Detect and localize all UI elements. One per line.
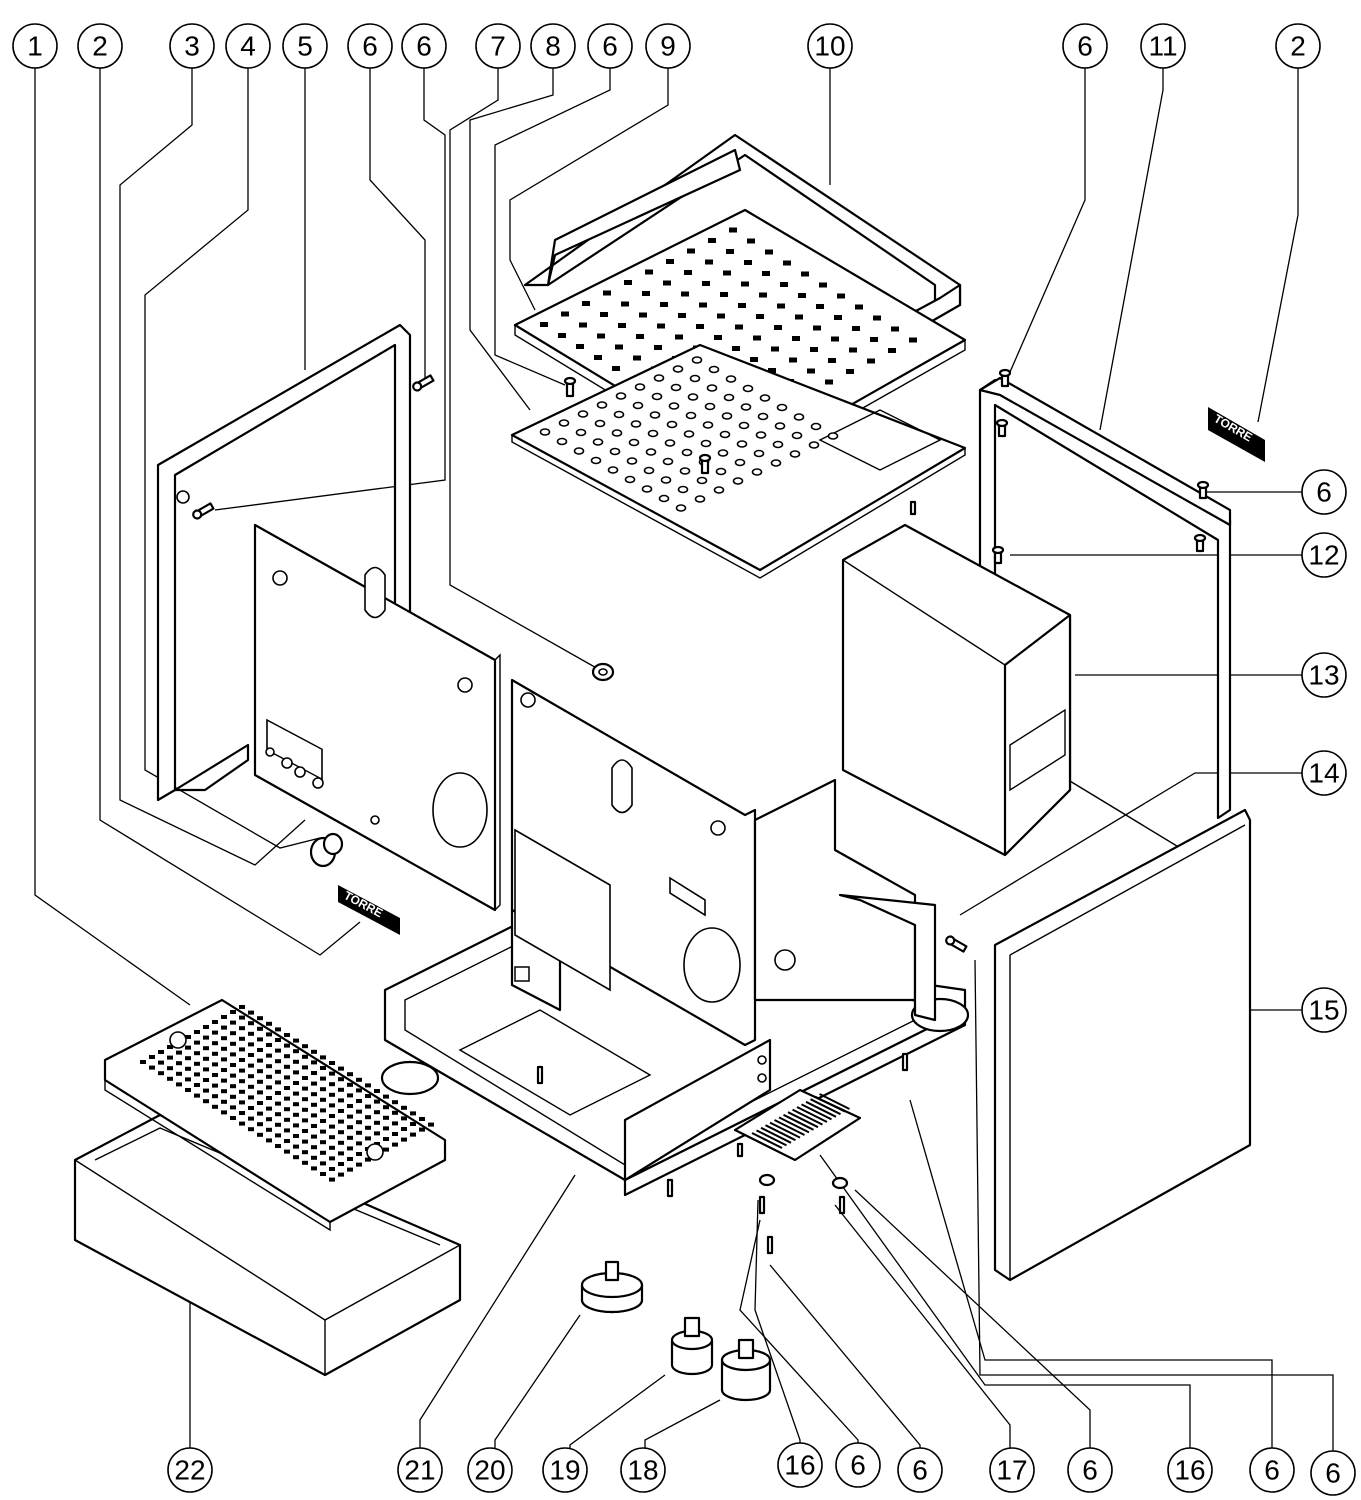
callout-22: 22 [167, 1447, 213, 1493]
callout-17: 17 [989, 1447, 1035, 1493]
callout-5: 5 [282, 23, 328, 69]
svg-text:21: 21 [404, 1455, 435, 1486]
callout-14: 14 [1301, 750, 1347, 796]
callout-6: 6 [1301, 469, 1347, 515]
leader-lines [34, 68, 1334, 1480]
callout-11: 11 [1140, 23, 1186, 69]
svg-text:12: 12 [1308, 540, 1339, 571]
callout-10: 10 [807, 23, 853, 69]
svg-text:2: 2 [1290, 31, 1306, 62]
callout-bubbles: 1 2 3 4 5 6 6 7 8 6 9 10 6 11 2 6 12 13 … [12, 23, 1356, 1496]
svg-text:20: 20 [474, 1455, 505, 1486]
svg-text:17: 17 [996, 1455, 1027, 1486]
svg-text:6: 6 [416, 31, 432, 62]
svg-text:6: 6 [1264, 1455, 1280, 1486]
callout-19: 19 [542, 1447, 588, 1493]
callout-6: 6 [1067, 1447, 1113, 1493]
svg-text:2: 2 [92, 31, 108, 62]
svg-text:4: 4 [240, 31, 256, 62]
callout-6: 6 [587, 23, 633, 69]
part-13-reservoir-box [841, 523, 1072, 857]
callout-12: 12 [1301, 532, 1347, 578]
svg-text:14: 14 [1308, 758, 1339, 789]
svg-text:22: 22 [174, 1455, 205, 1486]
callout-6: 6 [401, 23, 447, 69]
part-18-small-foot [720, 1338, 772, 1402]
svg-text:19: 19 [549, 1455, 580, 1486]
svg-text:13: 13 [1308, 660, 1339, 691]
callout-2: 2 [77, 23, 123, 69]
svg-text:6: 6 [602, 31, 618, 62]
svg-text:6: 6 [1325, 1458, 1341, 1489]
part-2-side-badge: TORRE [1208, 407, 1265, 462]
part-5-left-frame [156, 323, 412, 802]
callout-18: 18 [620, 1447, 666, 1493]
inner-chassis-panel [510, 678, 937, 1047]
callout-6: 6 [347, 23, 393, 69]
callout-6: 6 [835, 1442, 881, 1488]
callout-15: 15 [1301, 987, 1347, 1033]
callout-6: 6 [897, 1447, 943, 1493]
svg-text:16: 16 [784, 1450, 815, 1481]
callout-16: 16 [777, 1442, 823, 1488]
callout-16: 16 [1167, 1447, 1213, 1493]
callout-4: 4 [225, 23, 271, 69]
svg-text:15: 15 [1308, 995, 1339, 1026]
part-3-knob [309, 832, 344, 868]
part-1-grille [103, 998, 447, 1232]
svg-text:1: 1 [27, 31, 43, 62]
callout-20: 20 [467, 1447, 513, 1493]
callout-2: 2 [1275, 23, 1321, 69]
callout-7: 7 [475, 23, 521, 69]
svg-text:8: 8 [545, 31, 561, 62]
svg-text:3: 3 [184, 31, 200, 62]
svg-text:9: 9 [660, 31, 676, 62]
svg-text:6: 6 [1082, 1455, 1098, 1486]
svg-text:6: 6 [362, 31, 378, 62]
svg-text:6: 6 [1077, 31, 1093, 62]
callout-8: 8 [530, 23, 576, 69]
hex-nut [591, 662, 615, 682]
callout-13: 13 [1301, 652, 1347, 698]
part-19-small-foot [670, 1316, 714, 1376]
screws [192, 368, 1210, 1255]
part-2-front-badge: TORRE [338, 885, 400, 935]
washers [758, 1173, 849, 1190]
callout-21: 21 [397, 1447, 443, 1493]
vent-plate [733, 1088, 862, 1162]
svg-text:11: 11 [1148, 31, 1177, 62]
svg-text:18: 18 [627, 1455, 658, 1486]
svg-text:6: 6 [1316, 477, 1332, 508]
svg-text:6: 6 [850, 1450, 866, 1481]
callout-3: 3 [169, 23, 215, 69]
callout-6: 6 [1062, 23, 1108, 69]
svg-text:5: 5 [297, 31, 313, 62]
part-7-drip-plate [510, 343, 967, 579]
svg-text:6: 6 [912, 1455, 928, 1486]
callout-6: 6 [1310, 1450, 1356, 1496]
callout-6: 6 [1249, 1447, 1295, 1493]
part-4-front-panel [253, 523, 501, 912]
svg-text:10: 10 [814, 31, 845, 62]
part-20-large-foot [580, 1260, 644, 1314]
part-15-right-side-panel [993, 808, 1252, 1282]
callout-1: 1 [12, 23, 58, 69]
svg-text:7: 7 [490, 31, 506, 62]
callout-9: 9 [645, 23, 691, 69]
svg-text:16: 16 [1174, 1455, 1205, 1486]
